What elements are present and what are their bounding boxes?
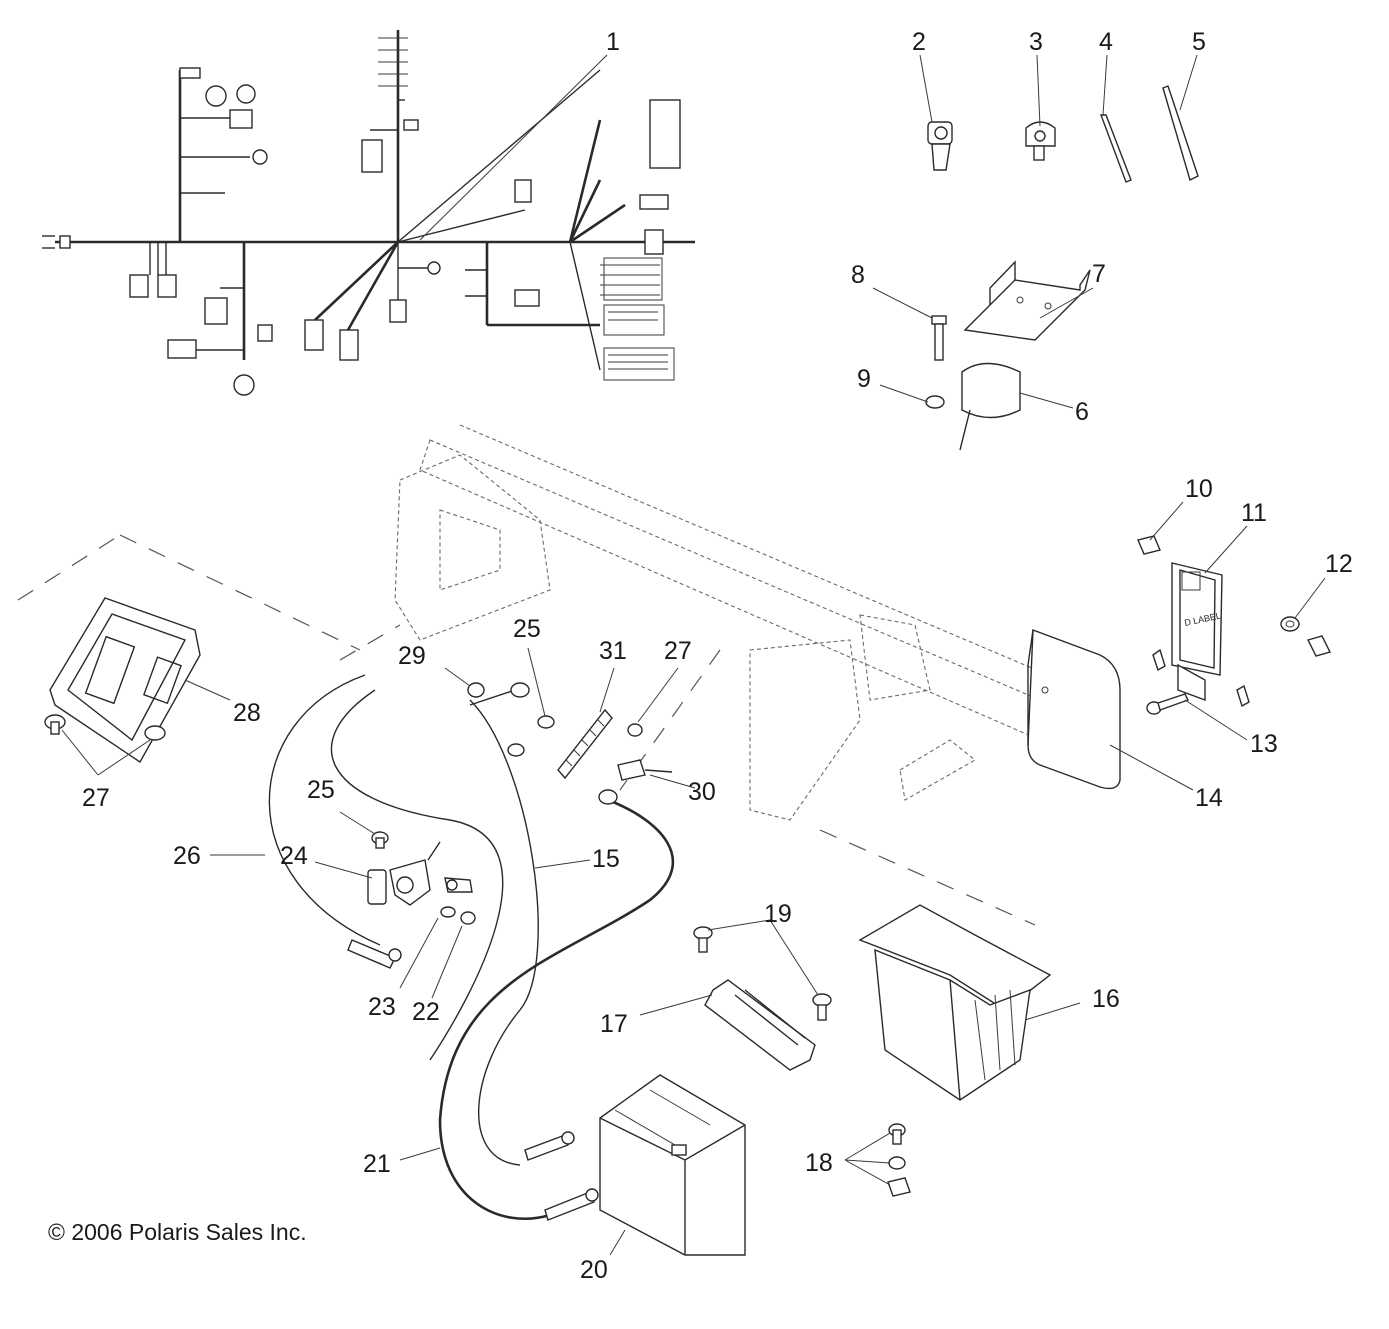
washer-23 xyxy=(440,906,456,918)
callout-17: 17 xyxy=(600,1010,628,1038)
cable-tie-5 xyxy=(1162,85,1199,182)
nut-29 xyxy=(467,682,485,698)
cables xyxy=(268,674,674,1221)
callout-9: 9 xyxy=(857,365,871,393)
callout-13: 13 xyxy=(1250,730,1278,758)
battery-box-16 xyxy=(858,904,1052,1101)
bolt-19 xyxy=(693,926,832,1021)
callout-29: 29 xyxy=(398,642,426,670)
ecu-cover-28 xyxy=(49,597,201,764)
screw-25-upper xyxy=(507,715,555,757)
hold-down-17 xyxy=(704,979,816,1071)
reference-lines xyxy=(17,534,1036,926)
terminal-post xyxy=(444,877,473,893)
cable-tie-4 xyxy=(1099,114,1132,183)
clip-right xyxy=(1152,635,1332,708)
hardware-18 xyxy=(887,1123,911,1197)
vehicle-frame xyxy=(394,424,1061,821)
callout-25-upper: 25 xyxy=(513,615,541,643)
bracket-7 xyxy=(963,260,1091,341)
callout-19: 19 xyxy=(764,900,792,928)
grommet-12 xyxy=(1280,616,1300,632)
callout-25-lower: 25 xyxy=(307,776,335,804)
callout-20: 20 xyxy=(580,1256,608,1284)
callout-7: 7 xyxy=(1092,260,1106,288)
relay-cover-6 xyxy=(959,362,1021,451)
callout-2: 2 xyxy=(912,28,926,56)
nut-22 xyxy=(460,911,476,925)
callout-24: 24 xyxy=(280,842,308,870)
callout-31: 31 xyxy=(599,637,627,665)
screw-25-lower xyxy=(371,831,389,849)
callout-5: 5 xyxy=(1192,28,1206,56)
callout-28: 28 xyxy=(233,699,261,727)
callout-14: 14 xyxy=(1195,784,1223,812)
callout-30: 30 xyxy=(688,778,716,806)
callout-3: 3 xyxy=(1029,28,1043,56)
callout-11: 11 xyxy=(1241,499,1267,527)
wire-clip-2 xyxy=(927,121,953,171)
screw-27-left xyxy=(44,714,166,741)
terminal-block-31 xyxy=(557,708,613,780)
callout-27-left: 27 xyxy=(82,784,110,812)
callout-4: 4 xyxy=(1099,28,1113,56)
callout-15: 15 xyxy=(592,845,620,873)
leader-lines xyxy=(61,54,1326,1256)
callout-8: 8 xyxy=(851,261,865,289)
ecu-bracket-14 xyxy=(1027,629,1121,790)
wire-clip-3 xyxy=(1025,121,1056,161)
callout-21: 21 xyxy=(363,1150,391,1178)
bolt-8 xyxy=(931,315,947,361)
callout-16: 16 xyxy=(1092,985,1120,1013)
callout-18: 18 xyxy=(805,1149,833,1177)
callout-1: 1 xyxy=(606,28,620,56)
wiring-harness-schematic xyxy=(42,30,695,396)
callout-23: 23 xyxy=(368,993,396,1021)
battery-20 xyxy=(599,1074,746,1256)
callout-22: 22 xyxy=(412,998,440,1026)
link-30 xyxy=(617,759,673,781)
callout-6: 6 xyxy=(1075,398,1089,426)
spacer-27-mid xyxy=(627,723,643,737)
callout-10: 10 xyxy=(1185,475,1213,503)
copyright-notice: © 2006 Polaris Sales Inc. xyxy=(48,1219,307,1245)
solenoid-24 xyxy=(367,841,441,906)
ecu-11: D LABEL xyxy=(1171,562,1223,702)
nut-9 xyxy=(925,395,945,409)
callout-12: 12 xyxy=(1325,550,1353,578)
callout-labels: 1 2 3 4 5 6 7 8 9 10 11 12 13 14 15 16 1… xyxy=(82,28,1353,1284)
label-10 xyxy=(1137,535,1161,555)
bolt-13 xyxy=(1146,693,1189,715)
callout-27-mid: 27 xyxy=(664,637,692,665)
callout-26: 26 xyxy=(173,842,201,870)
